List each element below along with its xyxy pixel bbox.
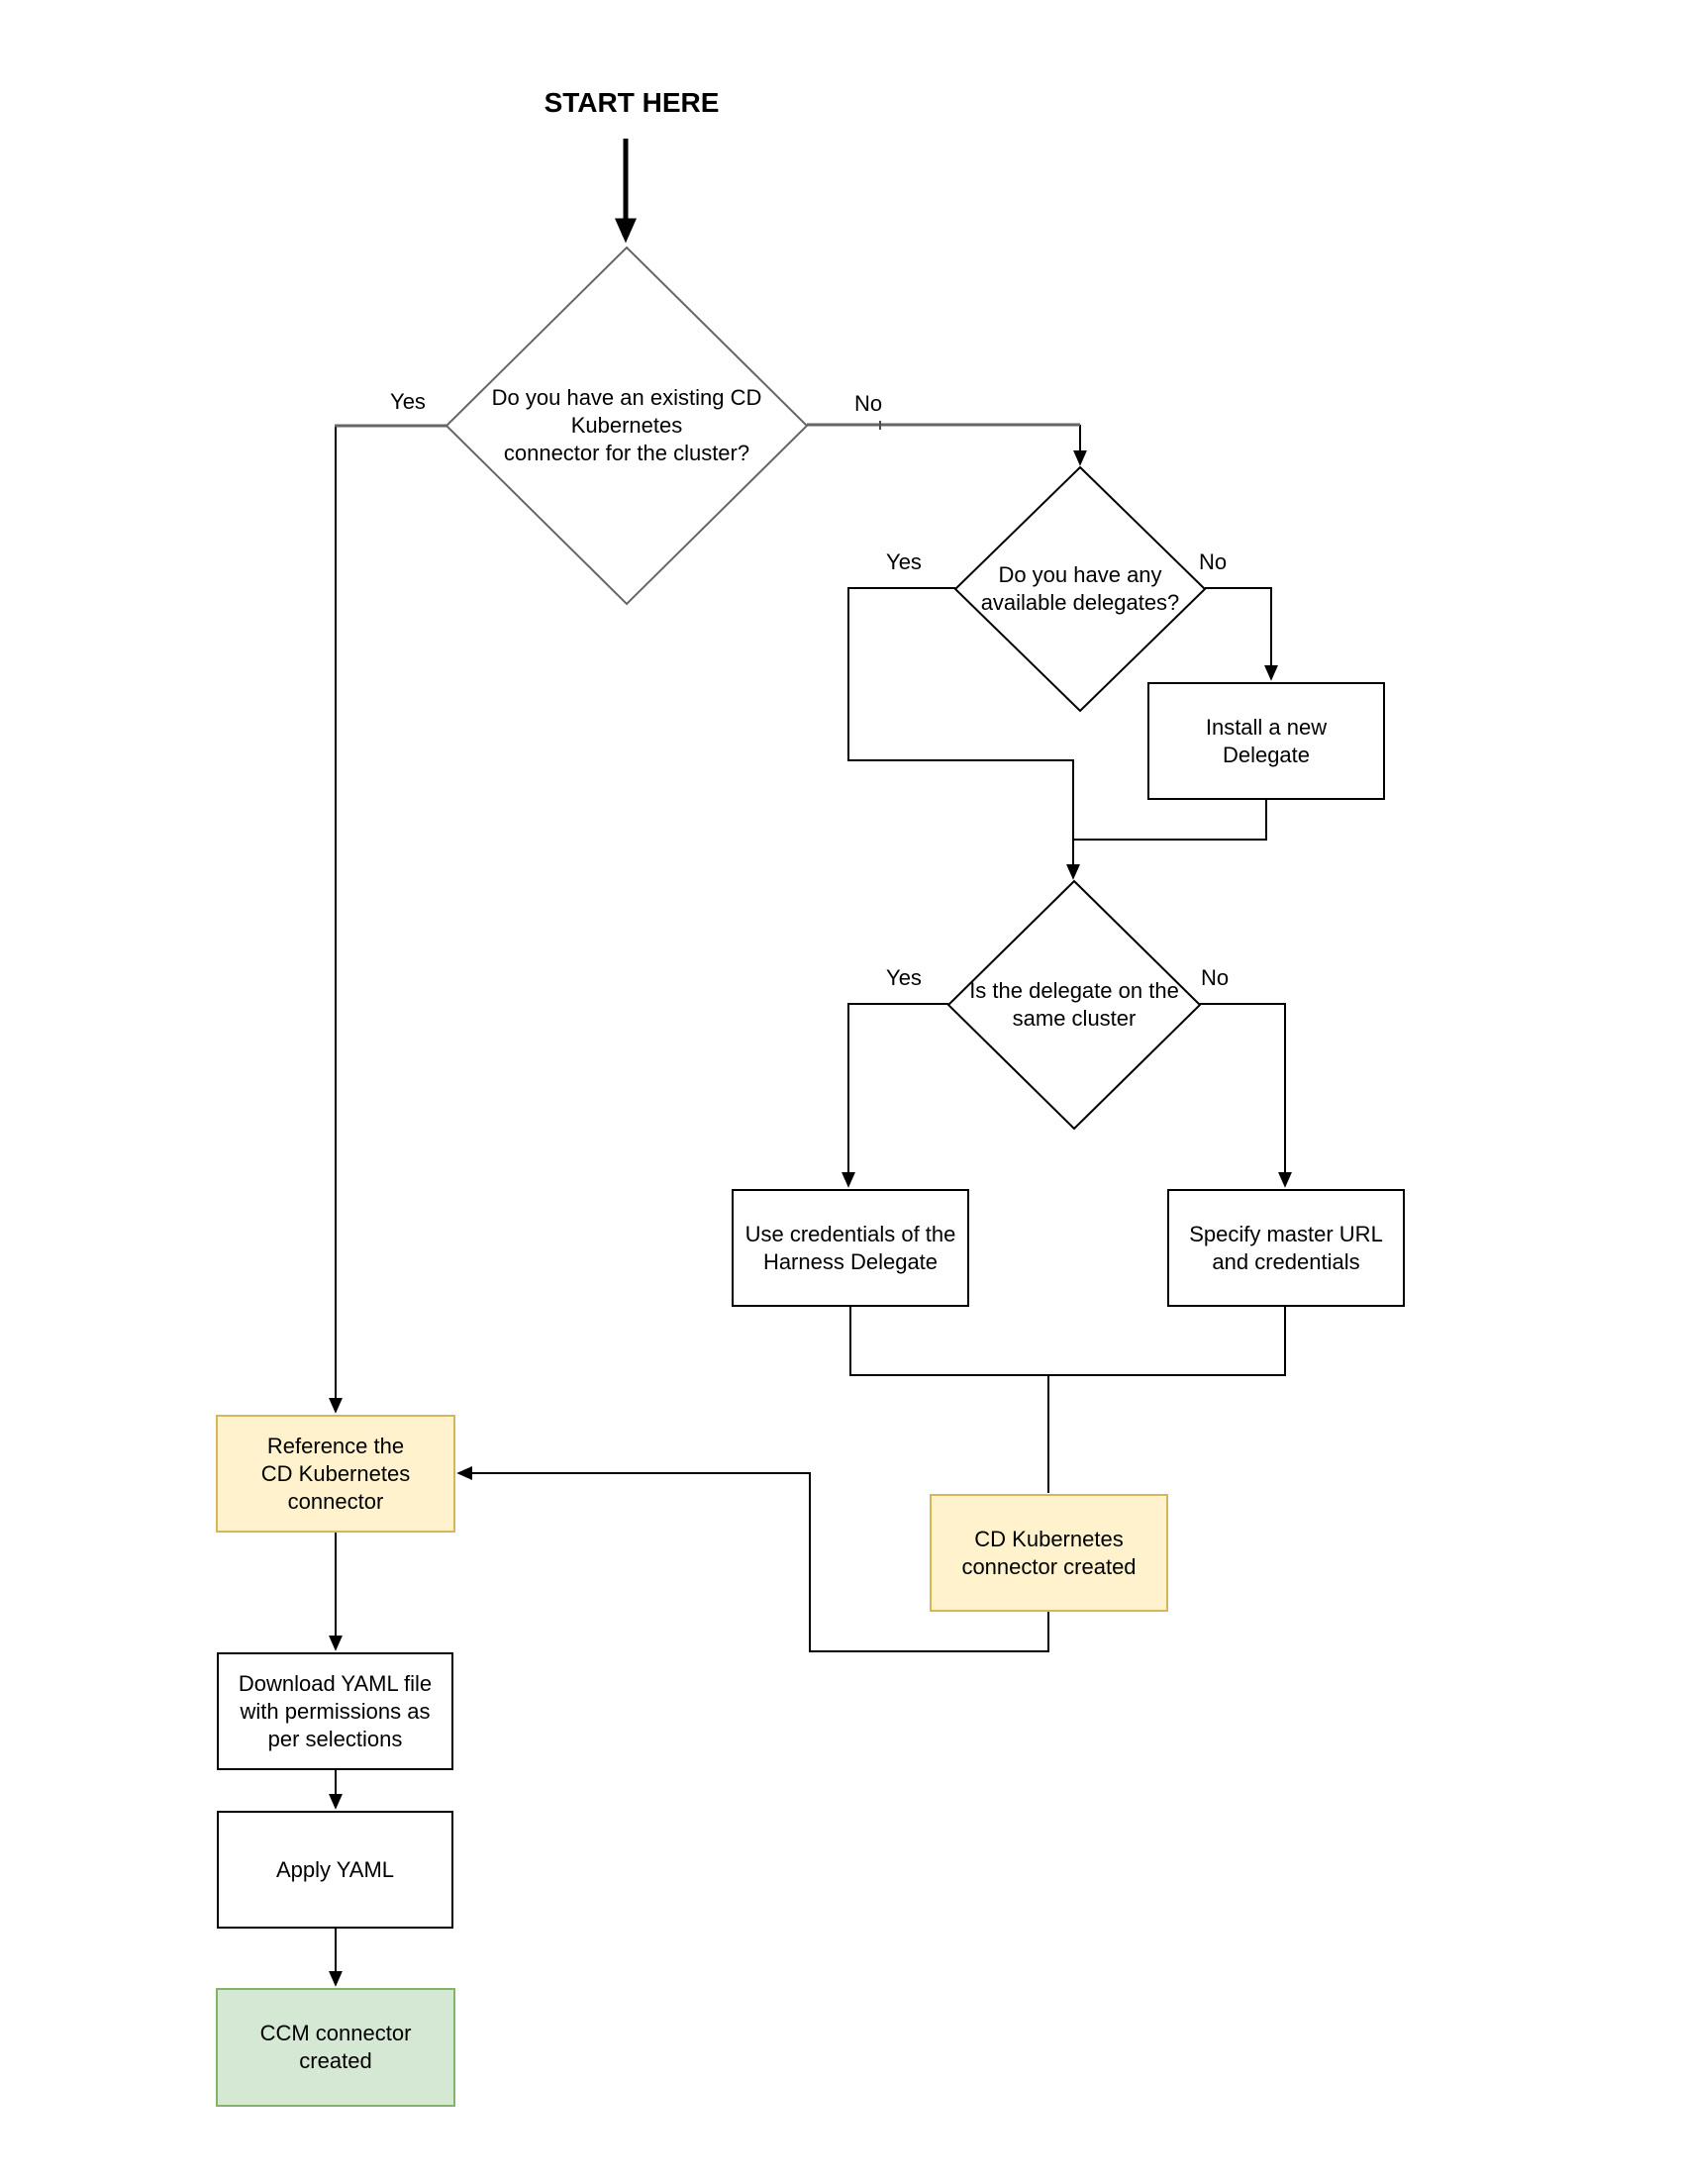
edge-label-existing-yes: Yes [390, 389, 426, 414]
edge-same-cluster-no-to-master-url [1200, 1003, 1293, 1188]
edge-same-cluster-yes-to-credentials [841, 1003, 948, 1188]
edge-label-delegates-no: No [1198, 549, 1228, 574]
node-apply-yaml: Apply YAML [217, 1811, 453, 1929]
edge-credentials-to-merge [849, 1307, 1048, 1376]
decision-existing-connector-diamond [445, 246, 809, 606]
decision-available-delegates-diamond [953, 465, 1207, 713]
node-specify-master-url: Specify master URL and credentials [1167, 1189, 1405, 1307]
edge-install-to-merge [1073, 800, 1267, 841]
edge-master-url-to-cd-created [1047, 1307, 1286, 1493]
edge-label-existing-no: No [853, 391, 883, 416]
node-reference-connector: Reference the CD Kubernetes connector [216, 1415, 455, 1533]
edge-delegates-yes-to-same-cluster [847, 587, 1081, 880]
decision-same-cluster-diamond [946, 879, 1202, 1131]
start-here-label: START HERE [544, 87, 720, 118]
edge-label-same-cluster-yes: Yes [886, 965, 922, 990]
edge-label-delegates-yes: Yes [886, 549, 922, 574]
node-cd-connector-created: CD Kubernetes connector created [930, 1494, 1168, 1612]
node-ccm-connector-created: CCM connector created [216, 1988, 455, 2107]
node-install-delegate: Install a new Delegate [1147, 682, 1385, 800]
edge-delegates-no-to-install [1205, 587, 1279, 681]
edge-cd-created-to-reference [456, 1465, 1049, 1652]
node-download-yaml: Download YAML file with permissions as p… [217, 1652, 453, 1770]
node-use-delegate-credentials: Use credentials of the Harness Delegate [732, 1189, 969, 1307]
edge-label-same-cluster-no: No [1200, 965, 1230, 990]
